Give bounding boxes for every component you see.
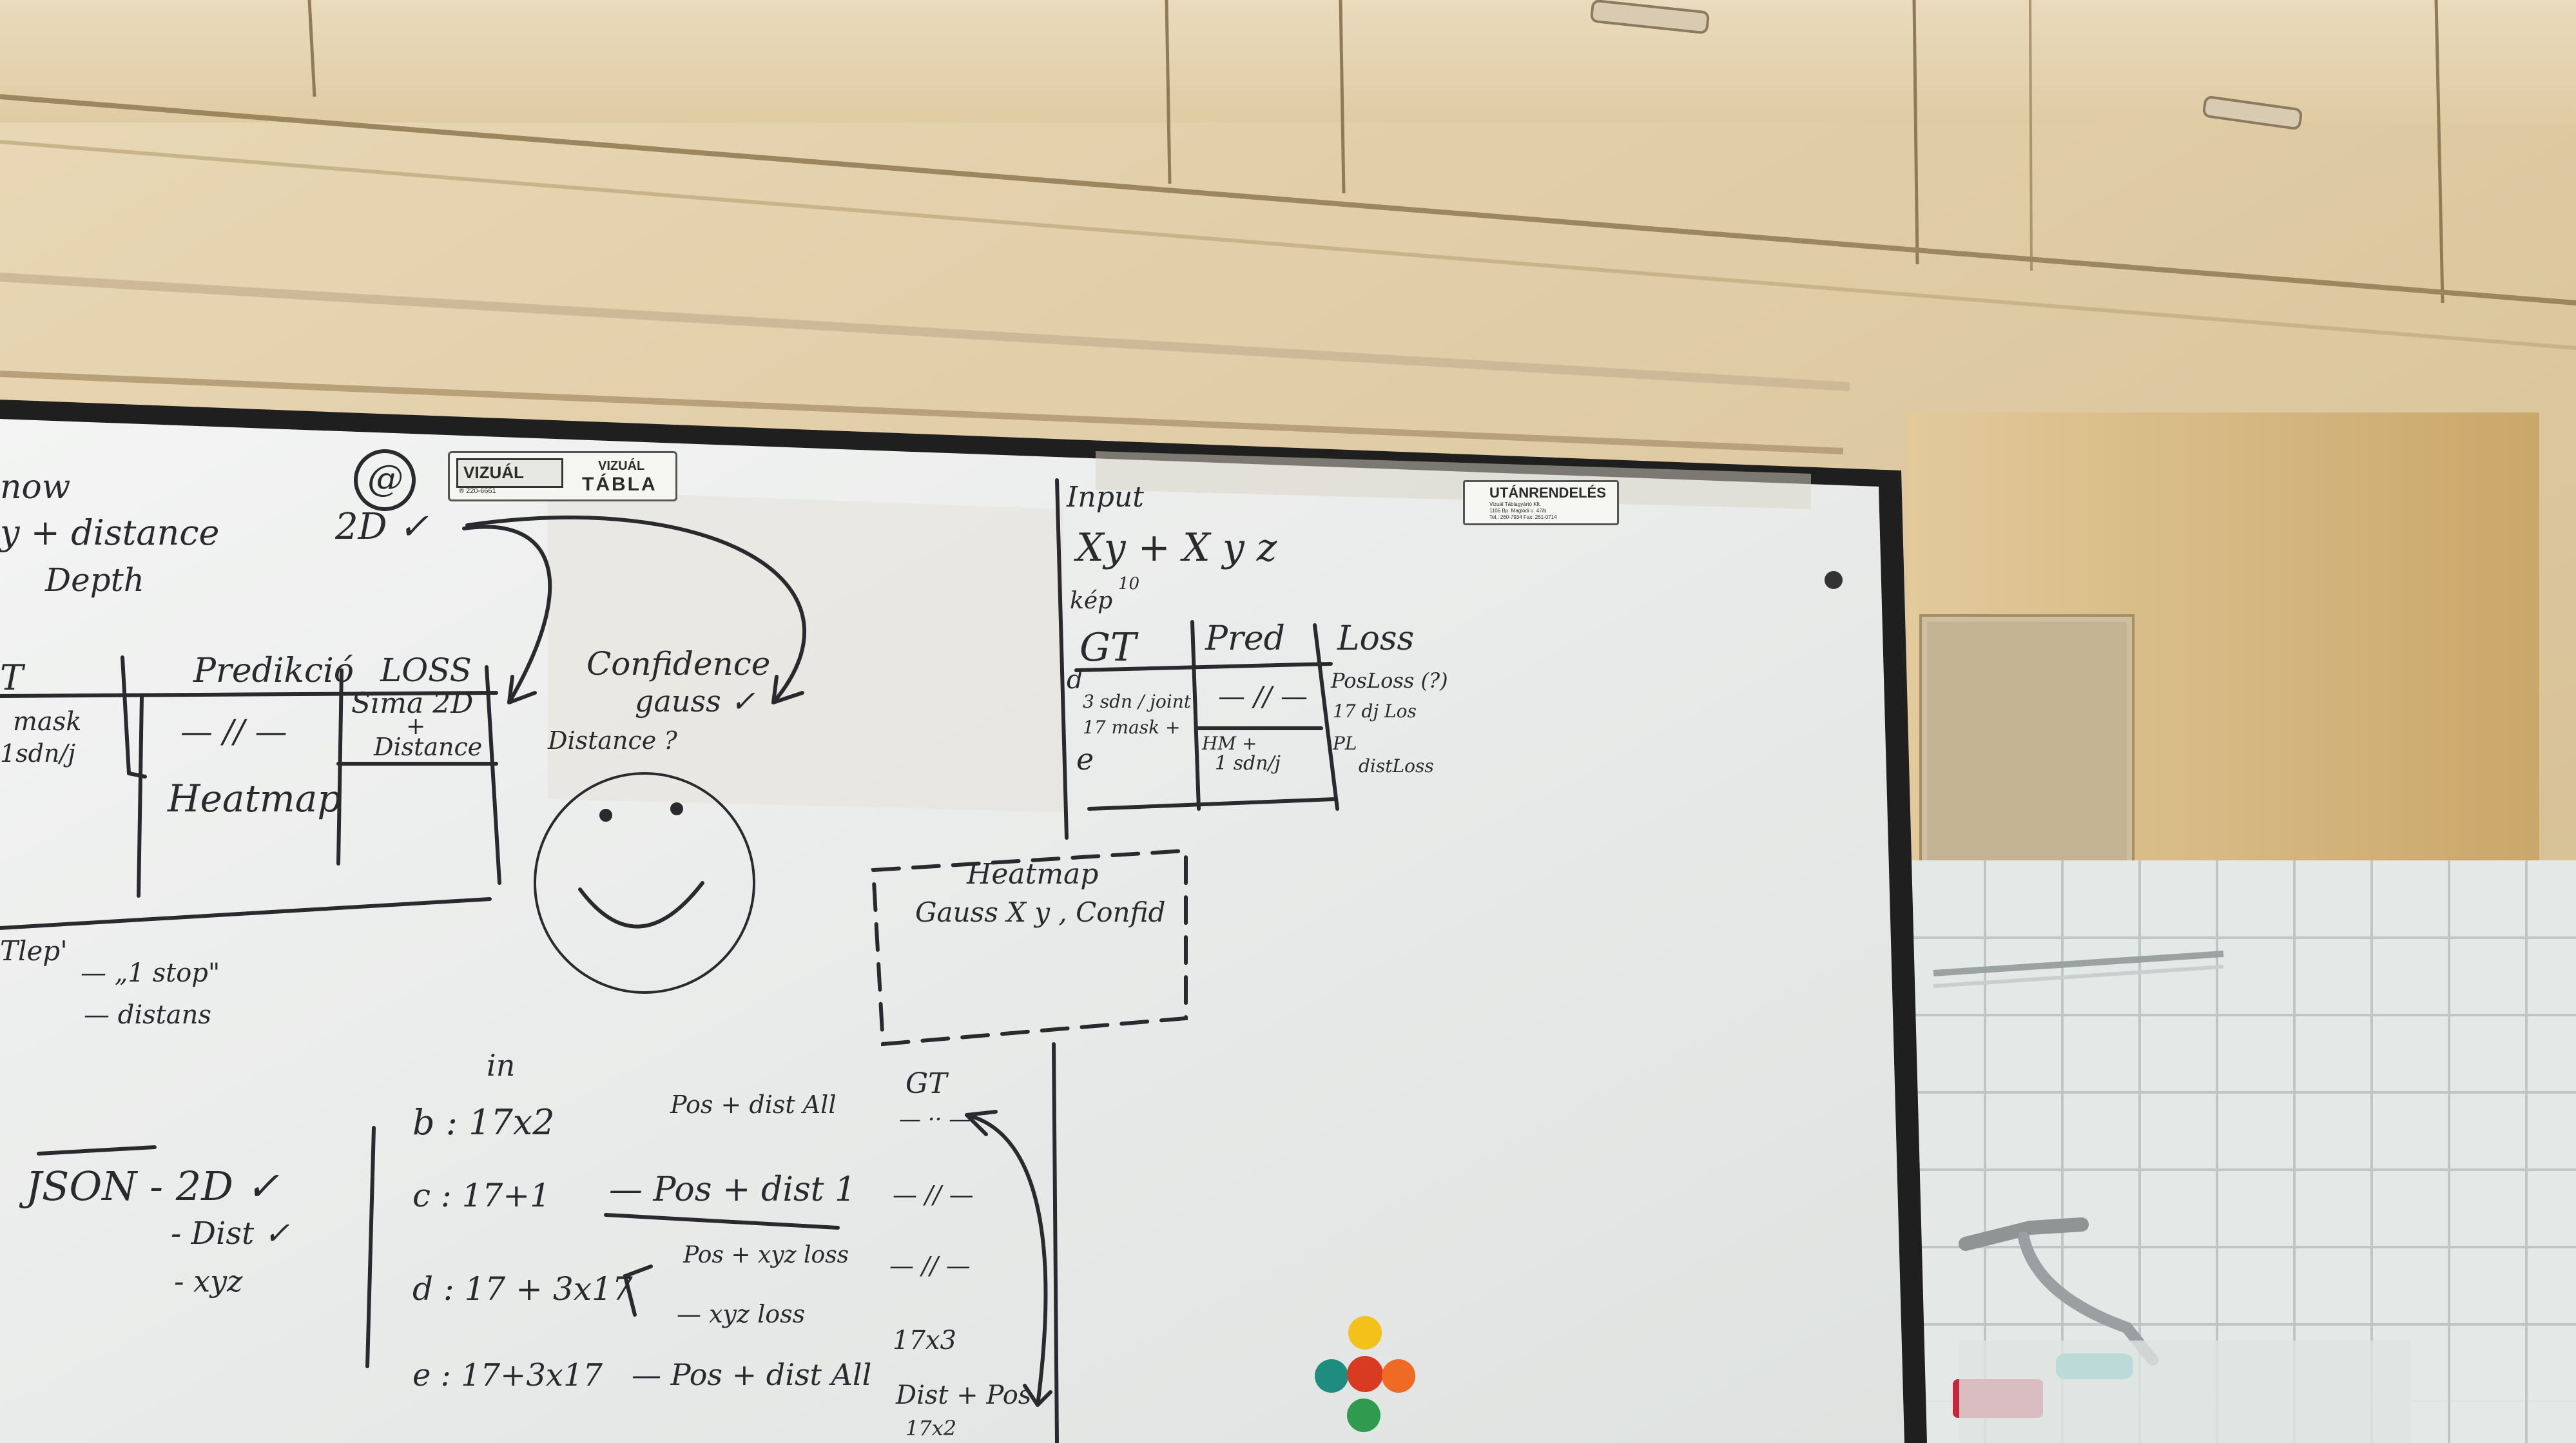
vizual-logo-text: VIZUÁL bbox=[463, 463, 524, 482]
magnet-red bbox=[1347, 1356, 1383, 1392]
input-title: Input bbox=[1067, 481, 1144, 514]
note-distance-q: Distance ? bbox=[548, 726, 677, 755]
magnet-yellow bbox=[1348, 1316, 1382, 1350]
row-e-gt2: Dist + Pos bbox=[896, 1380, 1032, 1410]
input-gt-1: 3 sdn / joint bbox=[1083, 691, 1192, 712]
row-b-desc: Pos + dist All bbox=[670, 1090, 837, 1119]
table-cell-1sdn: 1sdn/j bbox=[0, 739, 76, 768]
heatmap-box-title: Heatmap bbox=[967, 858, 1099, 891]
magnet-green bbox=[1347, 1399, 1380, 1432]
input-loss-3: PL bbox=[1333, 733, 1357, 754]
note-at-sign: @ bbox=[367, 458, 403, 499]
note-tlep-stop: — „1 stop" bbox=[81, 958, 220, 988]
vizual-logo: VIZUÁL bbox=[456, 458, 563, 488]
reorder-sticker: UTÁNRENDELÉS Vizuál Táblagyártó Kft. 110… bbox=[1463, 480, 1619, 525]
json-dist: - Dist ✓ bbox=[171, 1215, 290, 1252]
note-2d: 2D ✓ bbox=[335, 506, 429, 548]
input-loss-1: PosLoss (?) bbox=[1331, 668, 1448, 693]
input-formula: Xy + X y z bbox=[1076, 525, 1277, 570]
table-cell-heatmap: Heatmap bbox=[168, 777, 342, 820]
reorder-sticker-line2: 1106 Bp. Maglódi u. 47/b bbox=[1489, 508, 1547, 514]
vizual-name-line1: VIZUÁL bbox=[598, 459, 645, 473]
input-header-loss: Loss bbox=[1337, 619, 1415, 658]
row-c: c : 17+1 bbox=[412, 1177, 550, 1214]
input-pred-3: 1 sdn/j bbox=[1215, 752, 1281, 775]
input-loss-2: 17 dj Los bbox=[1333, 701, 1417, 722]
input-loss-4: distLoss bbox=[1359, 755, 1434, 777]
reorder-sticker-title: UTÁNRENDELÉS bbox=[1489, 485, 1606, 501]
table-header-t: T bbox=[0, 657, 24, 698]
table-cell-distance: Distance bbox=[374, 733, 483, 761]
row-c-desc: — Pos + dist 1 bbox=[609, 1170, 857, 1209]
note-y-distance: y + distance bbox=[0, 512, 220, 553]
bottom-gt-label: GT bbox=[905, 1067, 947, 1100]
input-pred-2: HM + bbox=[1202, 733, 1257, 754]
note-depth: Depth bbox=[45, 561, 144, 599]
note-tlep: Tlep' bbox=[0, 935, 68, 967]
input-header-pred: Pred bbox=[1205, 619, 1285, 658]
board-magnets[interactable] bbox=[1295, 1302, 1424, 1443]
bottom-in-label: in bbox=[487, 1048, 516, 1083]
row-e-desc: — Pos + dist All bbox=[632, 1357, 872, 1392]
magnet-orange bbox=[1382, 1359, 1415, 1393]
note-gauss: gauss ✓ bbox=[635, 684, 755, 719]
note-now: now bbox=[0, 468, 71, 507]
vizual-logo-sub: ® 220-6661 bbox=[459, 487, 496, 495]
input-row-d: d bbox=[1067, 665, 1083, 695]
row-e-gt1: 17x3 bbox=[893, 1326, 956, 1355]
row-d-desc1: Pos + xyz loss bbox=[683, 1242, 849, 1268]
vizual-name-line2: TÁBLA bbox=[582, 474, 657, 495]
vizual-logo-sticker: VIZUÁL ® 220-6661 VIZUÁL TÁBLA bbox=[448, 451, 677, 501]
table-header-predikcio: Predikció bbox=[193, 652, 354, 690]
row-b-gt: — ·· — bbox=[899, 1107, 971, 1132]
magnet-teal bbox=[1315, 1359, 1348, 1393]
json-xyz: - xyz bbox=[174, 1264, 243, 1299]
row-e-gt3: 17x2 bbox=[905, 1416, 957, 1440]
note-confidence: Confidence bbox=[586, 645, 771, 683]
reorder-sticker-line3: Tel.: 260-7934 Fax: 261-0714 bbox=[1489, 514, 1557, 520]
input-formula-sub: 10 bbox=[1118, 574, 1140, 594]
input-header-gt: GT bbox=[1080, 625, 1136, 670]
table-cell-plus: + bbox=[406, 713, 426, 740]
table-cell-ditto: — // — bbox=[180, 713, 287, 750]
row-b: b : 17x2 bbox=[412, 1102, 555, 1143]
row-d-gt: — // — bbox=[889, 1252, 971, 1280]
heatmap-box-text: Gauss X y , Confid bbox=[915, 896, 1166, 928]
reorder-sticker-line1: Vizuál Táblagyártó Kft. bbox=[1489, 501, 1542, 507]
row-d-desc2: — xyz loss bbox=[677, 1300, 806, 1328]
note-tlep-distans: — distans bbox=[84, 1000, 211, 1030]
row-e: e : 17+3x17 bbox=[412, 1357, 603, 1393]
table-header-loss: LOSS bbox=[380, 652, 472, 689]
row-c-gt: — // — bbox=[893, 1181, 974, 1209]
table-cell-sima-2d: Sima 2D bbox=[351, 687, 474, 720]
json-2d: JSON - 2D ✓ bbox=[26, 1163, 280, 1210]
input-gt-2: 17 mask + bbox=[1083, 717, 1181, 738]
input-kep: kép bbox=[1070, 588, 1113, 614]
table-cell-mask: mask bbox=[13, 707, 82, 737]
input-row-e: e bbox=[1076, 742, 1094, 777]
row-d: d : 17 + 3x17 bbox=[412, 1270, 633, 1308]
input-pred-1: — // — bbox=[1218, 681, 1308, 712]
